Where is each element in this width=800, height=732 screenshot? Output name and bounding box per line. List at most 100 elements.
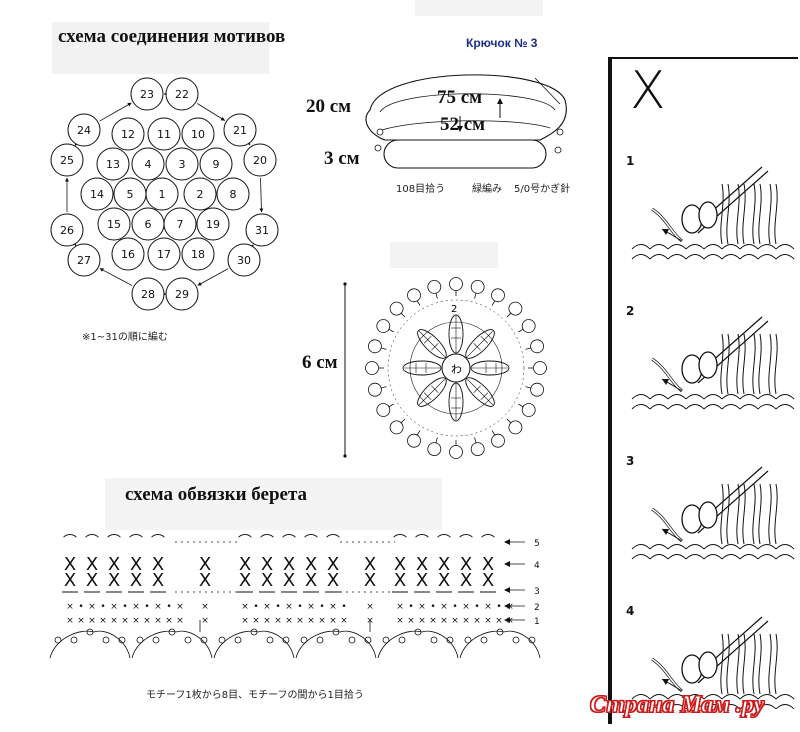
motif-circle: 19 — [196, 207, 230, 241]
edge-scallop — [377, 630, 423, 659]
picot-loop — [470, 279, 485, 294]
svg-text:×: × — [252, 616, 260, 626]
motif-petal — [470, 360, 510, 376]
beret-height-label: 20 см — [306, 96, 352, 117]
svg-text:×: × — [462, 602, 470, 612]
svg-text:×: × — [440, 602, 448, 612]
svg-text:×: × — [329, 616, 337, 626]
motif-number: 22 — [175, 88, 189, 101]
svg-text:X: X — [438, 570, 450, 591]
edge-scallop — [295, 630, 341, 659]
motif-circle: 13 — [96, 147, 130, 181]
motif-number: 29 — [175, 288, 189, 301]
motif-number: 4 — [145, 158, 152, 171]
motif-number: 6 — [145, 218, 152, 231]
svg-text:×: × — [66, 616, 74, 626]
svg-text:×: × — [121, 616, 129, 626]
svg-text:×: × — [110, 616, 118, 626]
picot-loop — [530, 382, 545, 397]
step-number: 1 — [626, 154, 634, 168]
svg-text:X: X — [108, 570, 120, 591]
svg-text:⌒: ⌒ — [437, 534, 451, 550]
step-illustration: 2 — [626, 304, 795, 410]
svg-text:×: × — [99, 616, 107, 626]
svg-text:×: × — [165, 616, 173, 626]
join-arrow — [99, 268, 133, 286]
gray-patch — [415, 0, 543, 16]
svg-text:•: • — [297, 602, 302, 612]
motif-circle: 7 — [163, 207, 197, 241]
edging-note: モチーフ1枚から8目、モチーフの間から1目拾う — [146, 690, 364, 701]
svg-text:×: × — [484, 616, 492, 626]
motif-number: 7 — [177, 218, 184, 231]
motif-size-label: 6 см — [302, 352, 338, 373]
svg-text:•: • — [144, 602, 149, 612]
svg-text:×: × — [143, 616, 151, 626]
svg-text:×: × — [201, 602, 209, 612]
svg-text:X: X — [239, 570, 251, 591]
join-arrow — [259, 177, 264, 213]
svg-text:⌒: ⌒ — [151, 534, 165, 550]
svg-text:X: X — [152, 554, 164, 575]
picot-loop — [389, 420, 404, 435]
svg-text:×: × — [263, 602, 271, 612]
svg-text:•: • — [341, 602, 346, 612]
svg-text:×: × — [429, 616, 437, 626]
svg-text:×: × — [451, 616, 459, 626]
svg-text:X: X — [86, 570, 98, 591]
motif-circle: 26 — [50, 213, 84, 247]
motif-number: 17 — [157, 248, 171, 261]
picot-loop — [376, 319, 391, 333]
svg-text:X: X — [482, 570, 494, 591]
step-illustration: 1 — [626, 154, 795, 260]
picot-loop — [491, 433, 505, 448]
motif-number: 10 — [191, 128, 205, 141]
motif-number: 3 — [179, 158, 186, 171]
svg-text:×: × — [263, 616, 271, 626]
beret-shape-diagram — [365, 74, 567, 169]
step-illustration: 3 — [626, 454, 795, 560]
motif-petal — [417, 377, 447, 407]
svg-text:•: • — [474, 602, 479, 612]
svg-text:×: × — [495, 616, 503, 626]
motif-joining-title: схема соединения мотивов — [52, 22, 285, 74]
svg-text:⌒: ⌒ — [107, 534, 121, 550]
svg-text:X: X — [152, 570, 164, 591]
svg-text:⌒: ⌒ — [282, 534, 296, 550]
picot-loop — [427, 442, 442, 457]
motif-circle: 27 — [67, 243, 101, 277]
svg-text:×: × — [318, 616, 326, 626]
svg-text:×: × — [396, 602, 404, 612]
svg-text:×: × — [418, 616, 426, 626]
svg-text:•: • — [166, 602, 171, 612]
svg-text:×: × — [77, 616, 85, 626]
svg-text:×: × — [88, 602, 96, 612]
motif-circle: 4 — [131, 147, 165, 181]
row-number: 1 — [534, 617, 540, 627]
picot-loop — [407, 433, 421, 448]
svg-text:×: × — [440, 616, 448, 626]
svg-text:•: • — [253, 602, 258, 612]
svg-text:•: • — [78, 602, 83, 612]
picot-loop — [508, 420, 523, 435]
svg-text:⌒: ⌒ — [304, 534, 318, 550]
picot-loop — [530, 339, 545, 354]
motif-number: 21 — [233, 124, 247, 137]
svg-text:X: X — [460, 570, 472, 591]
motif-circle: 9 — [199, 147, 233, 181]
svg-text:⌒: ⌒ — [85, 534, 99, 550]
motif-circle: 8 — [216, 177, 250, 211]
motif-number: 20 — [253, 154, 267, 167]
svg-text:X: X — [283, 554, 295, 575]
svg-text:×: × — [201, 616, 209, 626]
picot-loop — [533, 361, 547, 375]
step-number: 3 — [626, 454, 634, 468]
motif-circle: 17 — [147, 237, 181, 271]
svg-text:X: X — [108, 554, 120, 575]
watermark-logo: Страна Мам .ру — [589, 692, 765, 719]
motif-number: 25 — [60, 154, 74, 167]
picot-loop — [368, 382, 382, 397]
svg-text:⌒: ⌒ — [129, 534, 143, 550]
motif-circle: 18 — [181, 237, 215, 271]
